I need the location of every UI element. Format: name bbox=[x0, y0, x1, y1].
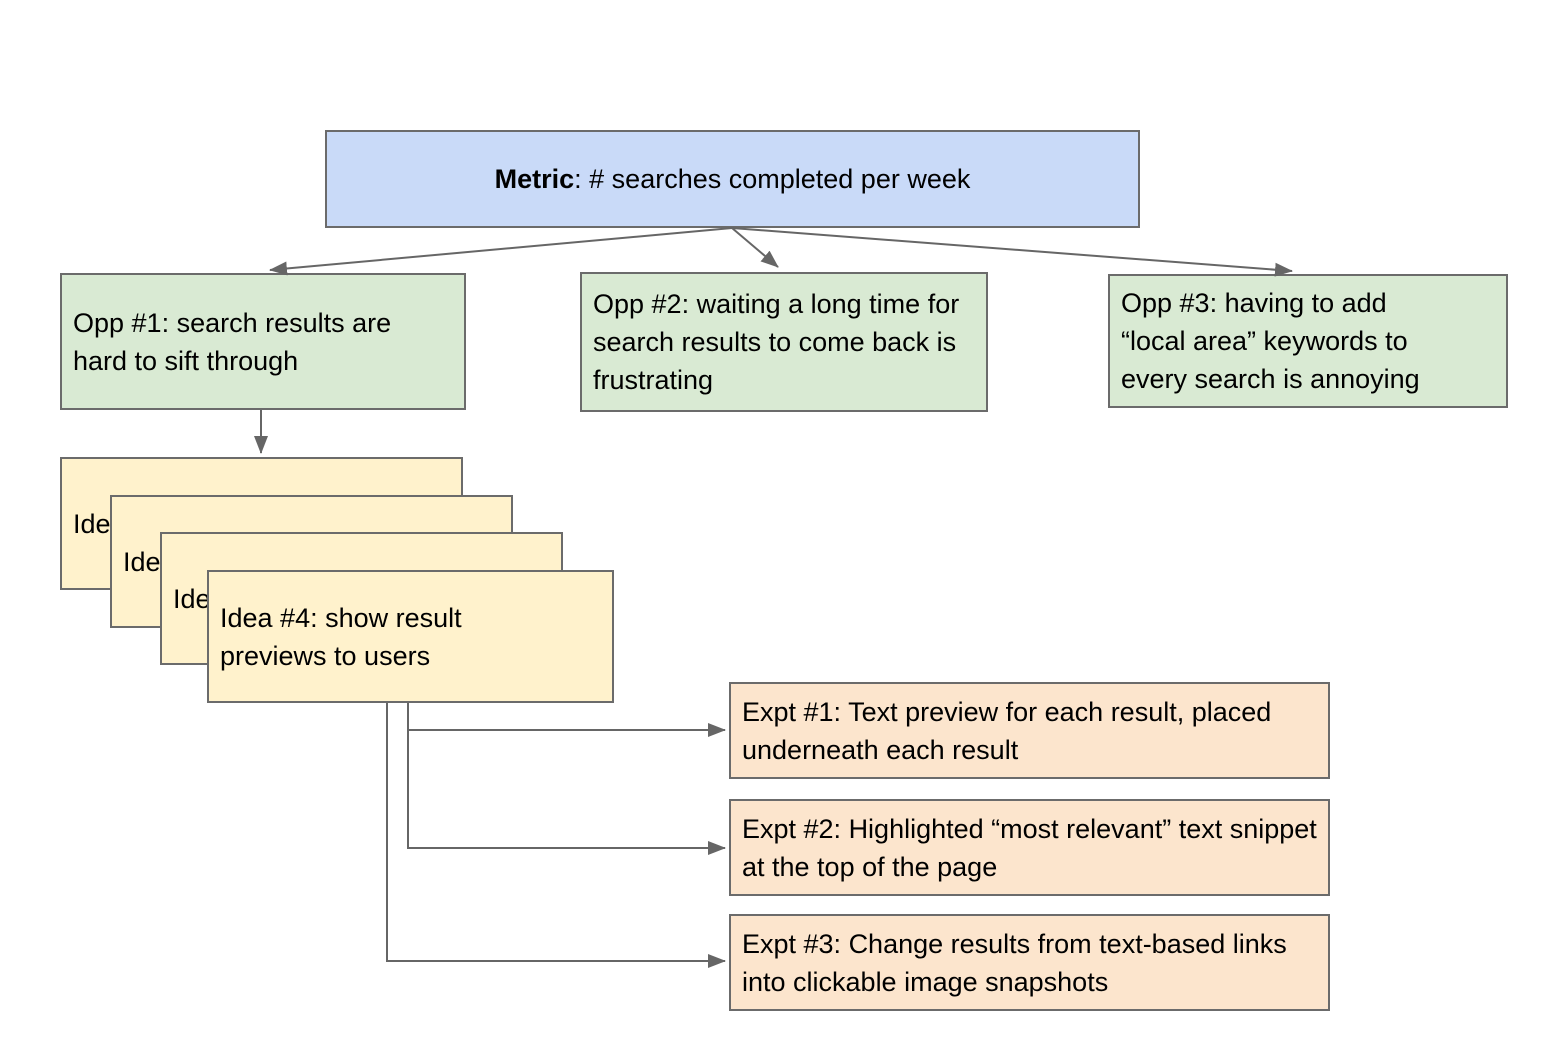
experiment-box-3: Expt #3: Change results from text-based … bbox=[729, 914, 1330, 1011]
connector-metric-to-opp3 bbox=[731, 227, 1293, 277]
opportunity-box-1: Opp #1: search results are hard to sift … bbox=[60, 273, 466, 410]
connector-metric-to-opp1 bbox=[269, 227, 733, 276]
idea-2-label: Ide bbox=[123, 546, 161, 577]
metric-box: Metric: # searches completed per week bbox=[325, 130, 1140, 228]
experiment-box-1: Expt #1: Text preview for each result, p… bbox=[729, 682, 1330, 779]
connector-idea4-to-expt1 bbox=[407, 703, 726, 737]
opportunity-box-2: Opp #2: waiting a long time for search r… bbox=[580, 272, 988, 412]
metric-label-bold: Metric bbox=[494, 164, 575, 194]
experiment-1-label: Expt #1: Text preview for each result, p… bbox=[742, 696, 1272, 765]
experiment-2-label: Expt #2: Highlighted “most relevant” tex… bbox=[742, 813, 1317, 882]
opportunity-box-3: Opp #3: having to add “local area” keywo… bbox=[1108, 274, 1508, 408]
experiment-3-label: Expt #3: Change results from text-based … bbox=[742, 928, 1287, 997]
metric-label-rest: : # searches completed per week bbox=[574, 164, 971, 194]
opportunity-2-label: Opp #2: waiting a long time for search r… bbox=[593, 289, 960, 395]
connector-metric-to-opp2 bbox=[731, 227, 779, 268]
connector-idea4-to-expt3 bbox=[386, 703, 726, 968]
connector-idea4-to-expt2 bbox=[407, 703, 726, 855]
idea-card-4: Idea #4: show result previews to users bbox=[207, 570, 614, 703]
opportunity-3-label: Opp #3: having to add “local area” keywo… bbox=[1121, 288, 1420, 394]
opportunity-1-label: Opp #1: search results are hard to sift … bbox=[73, 307, 392, 376]
idea-3-label: Ide bbox=[173, 583, 211, 614]
experiment-box-2: Expt #2: Highlighted “most relevant” tex… bbox=[729, 799, 1330, 896]
metric-label: Metric: # searches completed per week bbox=[495, 160, 971, 198]
idea-1-label: Ide bbox=[73, 508, 111, 539]
idea-4-label: Idea #4: show result previews to users bbox=[220, 602, 462, 671]
